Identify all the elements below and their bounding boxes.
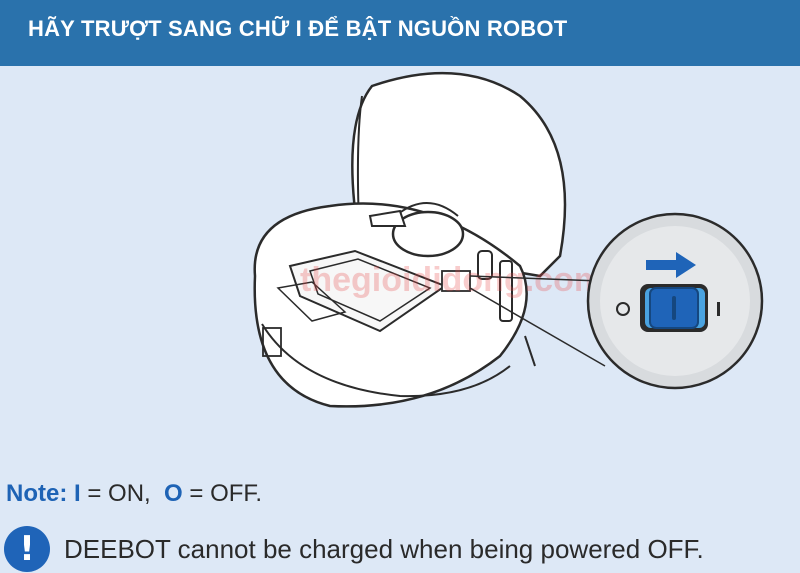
switch-zoom-callout	[586, 212, 764, 390]
on-symbol: I	[74, 480, 81, 507]
off-symbol: O	[164, 480, 183, 507]
exclamation-icon: !	[4, 526, 50, 572]
header-banner: HÃY TRƯỢT SANG CHỮ I ĐỂ BẬT NGUỒN ROBOT	[0, 0, 800, 66]
note-label: Note:	[6, 480, 68, 507]
note-line: Note: I = ON, O = OFF.	[6, 480, 262, 508]
warning-line: ! DEEBOT cannot be charged when being po…	[4, 525, 704, 573]
robot-illustration: thegioididong.com	[253, 71, 764, 408]
warning-text: DEEBOT cannot be charged when being powe…	[64, 533, 704, 564]
on-symbol-icon	[717, 302, 720, 316]
arrow-right-icon	[646, 252, 696, 278]
page-title: HÃY TRƯỢT SANG CHỮ I ĐỂ BẬT NGUỒN ROBOT	[28, 16, 568, 41]
on-text: = ON,	[80, 480, 151, 507]
off-text: = OFF.	[182, 480, 263, 507]
off-symbol-icon	[616, 302, 630, 316]
watermark-text: thegioididong.com	[300, 261, 604, 299]
